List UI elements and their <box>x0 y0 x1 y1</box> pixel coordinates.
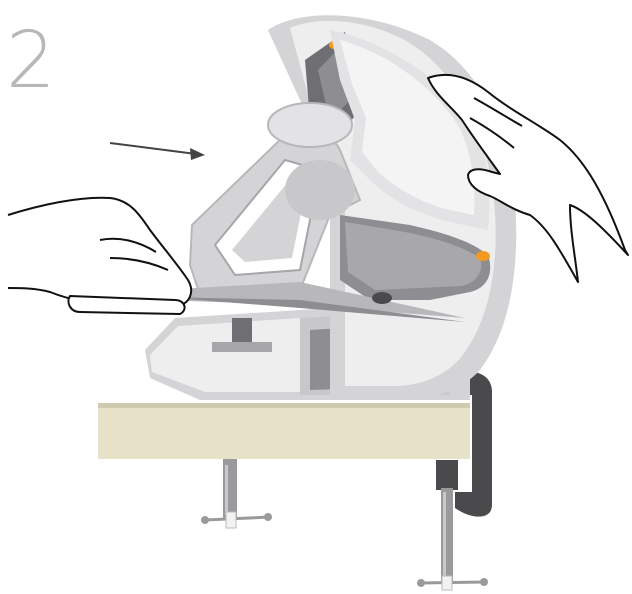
left-hand <box>8 198 191 314</box>
push-direction-arrow <box>110 143 205 160</box>
side-orange-marker <box>476 251 490 261</box>
table-board <box>98 403 470 459</box>
left-clamp-screw <box>201 459 272 528</box>
